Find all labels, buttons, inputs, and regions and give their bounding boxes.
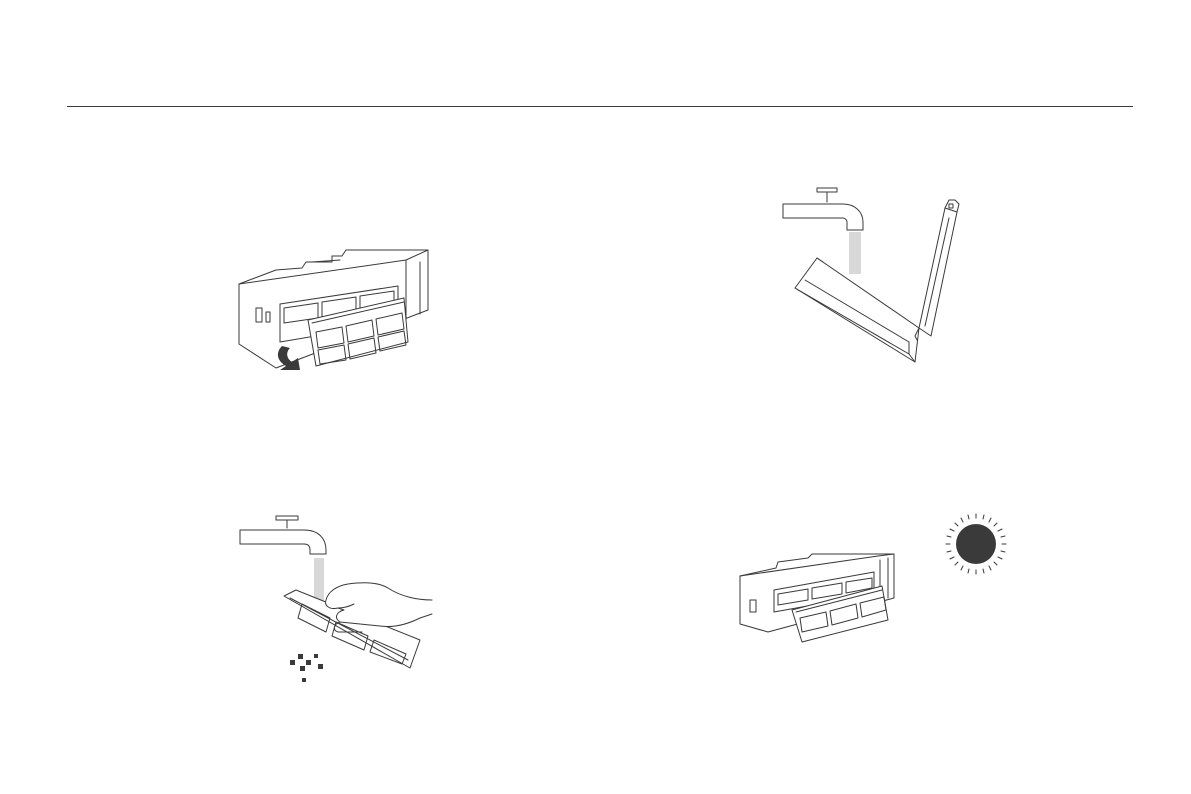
filter-removal-icon	[236, 248, 436, 378]
sun-drying-filter-icon	[738, 500, 1018, 652]
illustration-dry-reinstall	[738, 500, 1018, 652]
header-rule	[67, 106, 1133, 107]
illustration-remove-filter	[236, 248, 436, 378]
illustration-rinse-filter	[240, 514, 440, 686]
faucet-hand-filter-icon	[240, 514, 440, 686]
faucet-water-tank-icon	[783, 186, 983, 366]
illustration-rinse-tank	[783, 186, 983, 366]
sun-icon	[946, 514, 1006, 574]
